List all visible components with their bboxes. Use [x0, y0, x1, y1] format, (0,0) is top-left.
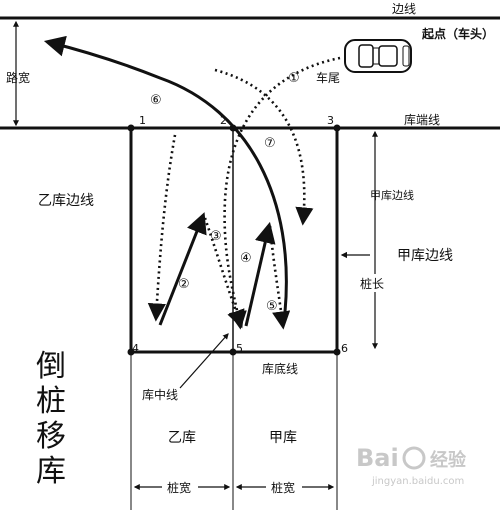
point-6-label: 6: [341, 342, 348, 355]
point-1-label: 1: [139, 114, 146, 127]
garage-bottom-label: 库底线: [262, 361, 298, 376]
garage-b-label: 乙库: [168, 430, 196, 446]
step-7-label: ⑦: [264, 136, 276, 151]
svg-text:经验: 经验: [430, 449, 467, 471]
watermark: Bai 经验 jingyan.baidu.com: [356, 444, 467, 487]
path-step-5: [268, 225, 291, 330]
title-char-1: 倒: [36, 349, 66, 384]
svg-text:jingyan.baidu.com: jingyan.baidu.com: [371, 476, 464, 487]
road-edge-label: 边线: [392, 2, 416, 16]
point-3-label: 3: [327, 114, 334, 127]
garage-a-side-inner-label: 甲库边线: [370, 188, 414, 202]
rear-label: 车尾: [316, 70, 340, 85]
step-6-label: ⑥: [150, 93, 162, 108]
title-char-4: 库: [36, 454, 66, 489]
road-width-label: 路宽: [6, 70, 30, 85]
pile-width-left-bg: [162, 478, 198, 496]
step-3-label: ③: [210, 229, 222, 244]
pile-width-right-label: 桩宽: [271, 480, 295, 495]
path-step-2: [158, 212, 207, 326]
pile-width-right-bg: [266, 478, 302, 496]
path-step-1: [223, 56, 341, 330]
garage-a-label: 甲库: [269, 430, 297, 446]
garage-center-pointer: [179, 333, 229, 389]
garage-center-label: 库中线: [142, 387, 178, 402]
path-step-7-b: [147, 134, 177, 322]
path-step-3: [203, 217, 245, 329]
svg-text:Bai: Bai: [356, 444, 399, 472]
step-5-label: ⑤: [266, 299, 278, 314]
point-2-label: 2: [220, 114, 227, 127]
point-5-label: 5: [236, 342, 243, 355]
garage-b-side-label: 乙库边线: [38, 193, 94, 209]
point-markers: [127, 124, 341, 356]
pile-length-label-bg: [357, 274, 391, 292]
step-2-label: ②: [178, 277, 190, 292]
garage-front-line-label: 库端线: [404, 112, 440, 127]
path-step-6: [43, 35, 288, 313]
step-1-label: ①: [288, 71, 300, 86]
path-step-4: [244, 221, 276, 327]
pile-width-left-label: 桩宽: [167, 480, 191, 495]
car-icon: [344, 39, 412, 73]
start-point-label: 起点（车头）: [421, 26, 494, 41]
title-char-3: 移: [36, 419, 66, 454]
title-char-2: 桩: [36, 384, 66, 419]
step-4-label: ④: [240, 251, 252, 266]
garage-a-side-label: 甲库边线: [397, 248, 453, 264]
pile-length-label: 桩长: [360, 276, 384, 291]
path-step-7: [214, 68, 314, 226]
point-4-label: 4: [132, 342, 139, 355]
